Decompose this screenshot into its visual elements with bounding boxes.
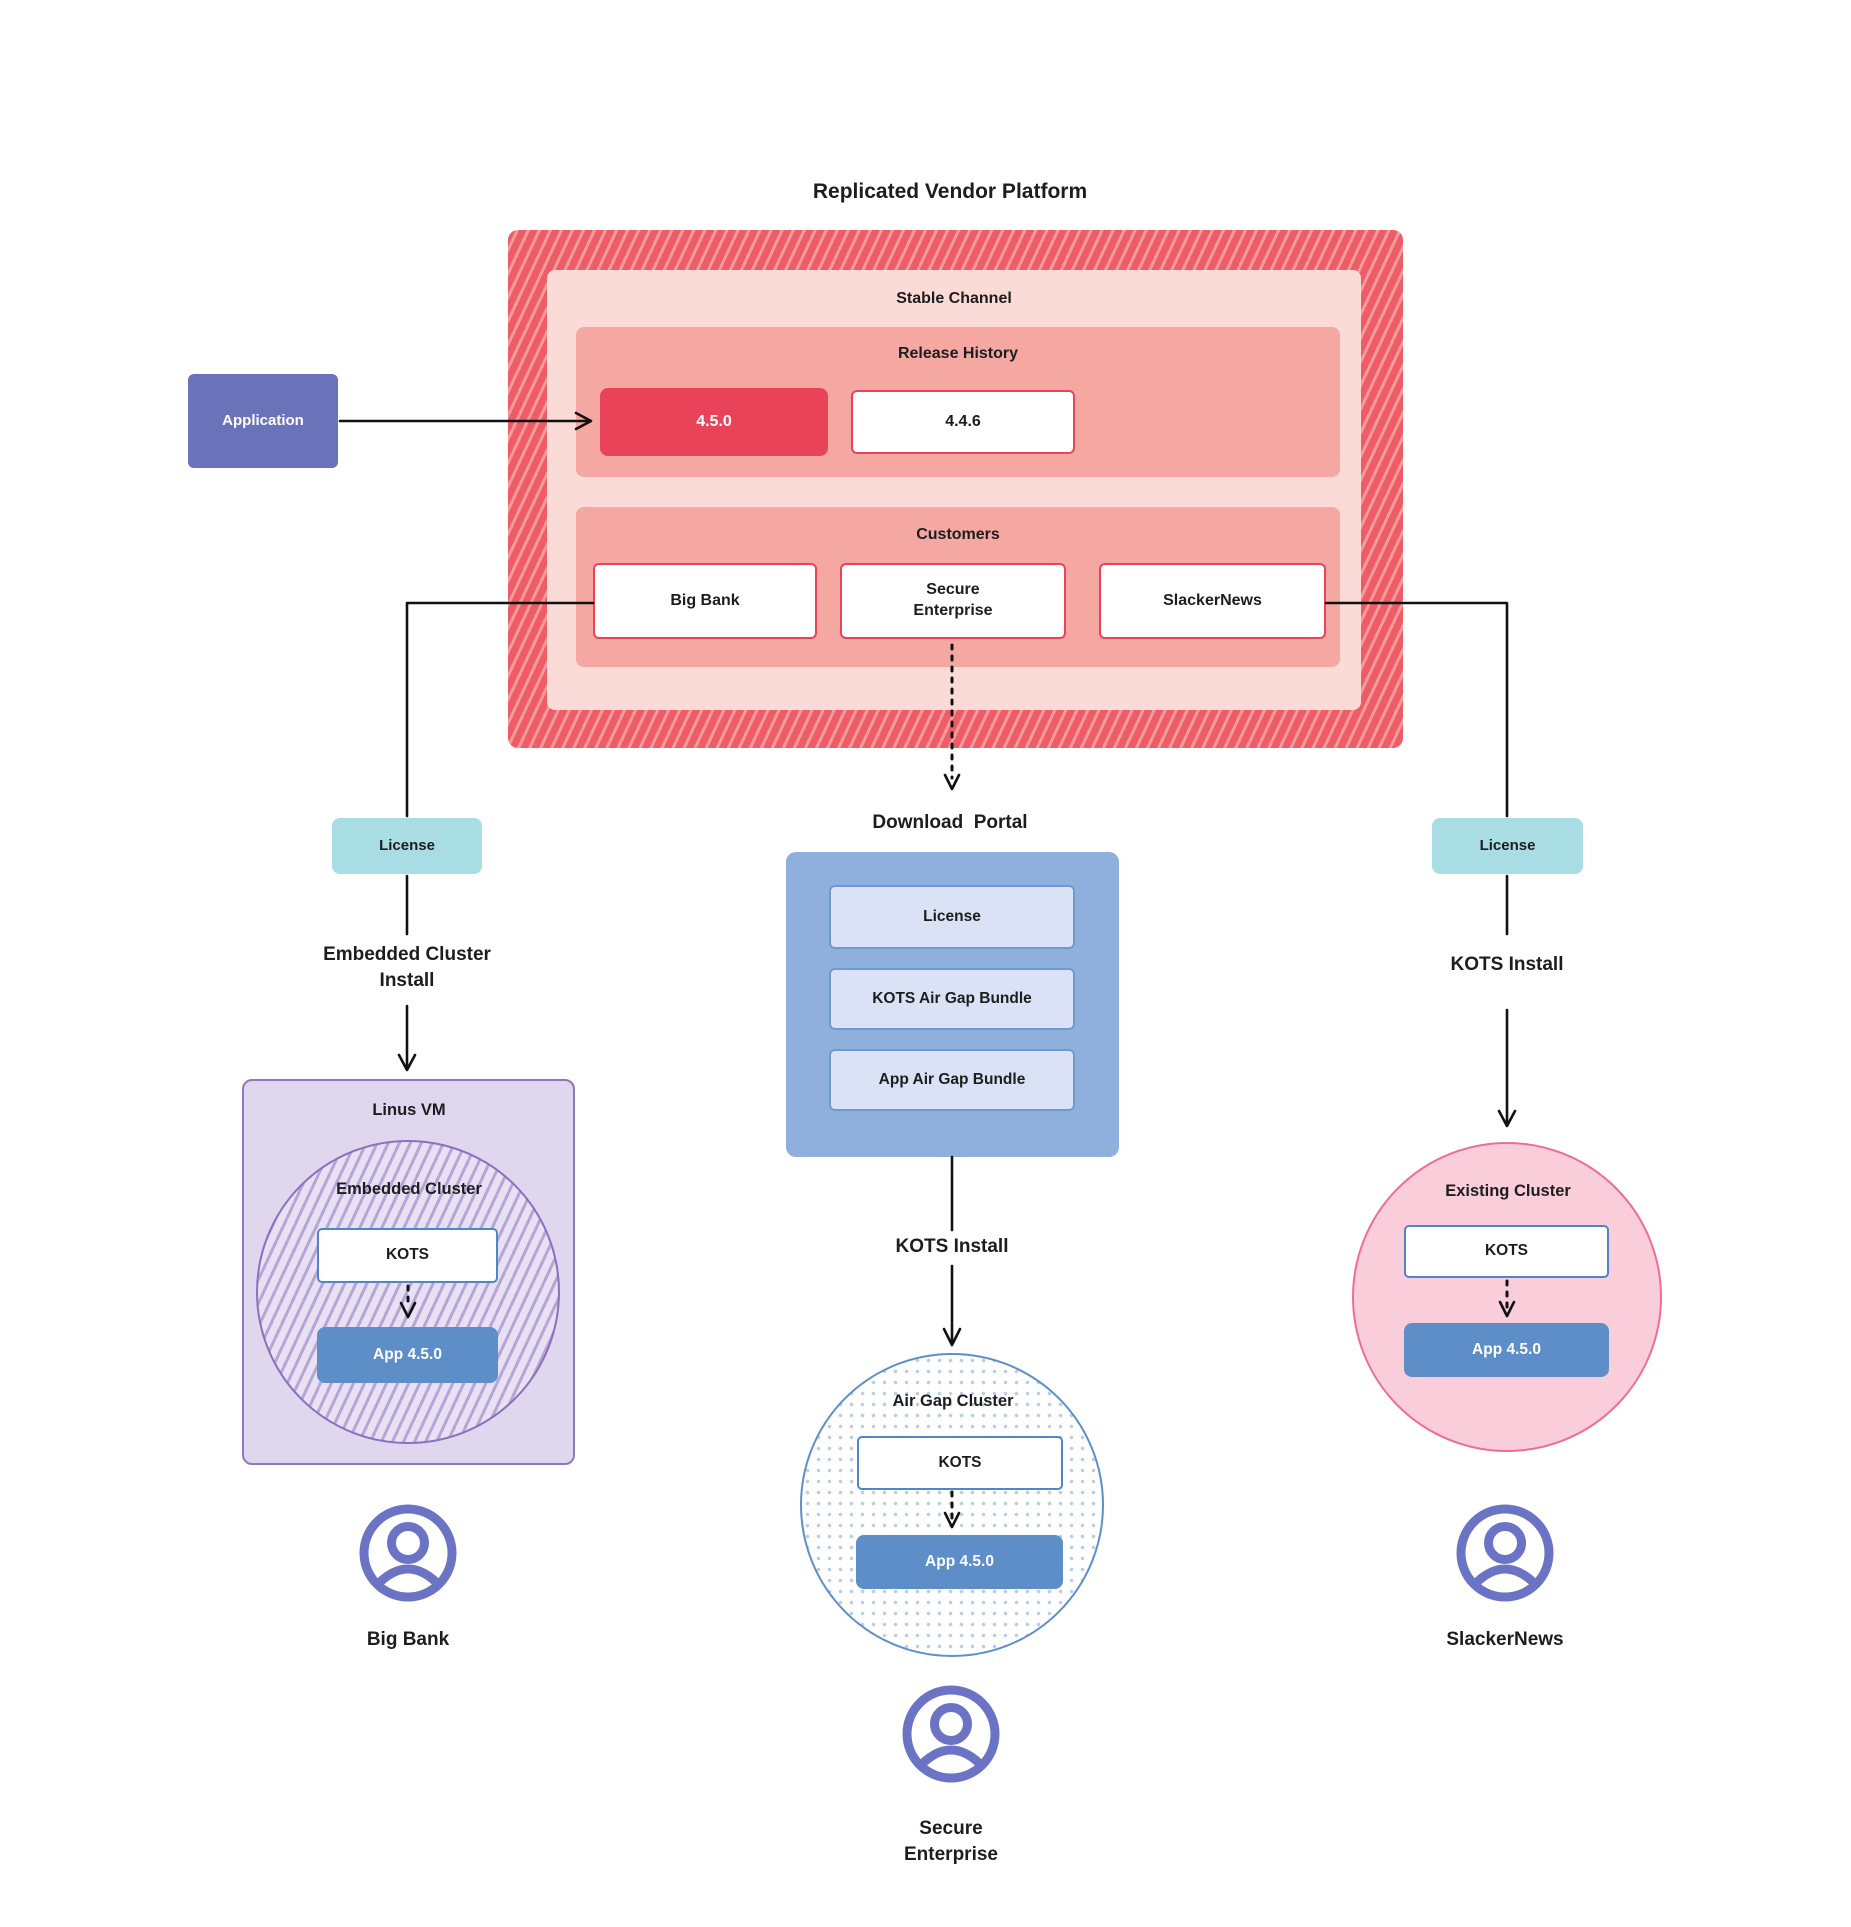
license-box-slackernews: License	[1432, 818, 1583, 874]
stable-channel-label: Stable Channel	[896, 290, 1012, 307]
existing-cluster-label: Existing Cluster	[1445, 1182, 1571, 1200]
download-portal-label: Download Portal	[872, 812, 1028, 833]
big-bank-user-icon	[359, 1504, 457, 1602]
customer-secure-enterprise: Secure Enterprise	[840, 563, 1066, 639]
kots-install-label-middle: KOTS Install	[895, 1236, 1009, 1257]
kots-box-left: KOTS	[317, 1228, 498, 1283]
kots-box-middle: KOTS	[857, 1436, 1063, 1490]
customer-slackernews: SlackerNews	[1099, 563, 1326, 639]
app-box-left: App 4.5.0	[317, 1327, 498, 1383]
page-title: Replicated Vendor Platform	[812, 180, 1088, 203]
kots-install-label-right: KOTS Install	[1450, 954, 1564, 975]
arrowhead-secure-to-portal	[943, 773, 961, 791]
release-4-5-0: 4.5.0	[600, 388, 828, 456]
release-4-4-6: 4.4.6	[851, 390, 1075, 454]
customer-big-bank: Big Bank	[593, 563, 817, 639]
release-history-label: Release History	[897, 345, 1019, 362]
embedded-cluster-install-label: Embedded Cluster Install	[323, 944, 491, 991]
slackernews-user-icon	[1456, 1504, 1554, 1602]
portal-item-license: License	[829, 885, 1075, 949]
linus-vm-label: Linus VM	[372, 1101, 446, 1119]
kots-box-right: KOTS	[1404, 1225, 1609, 1278]
portal-item-kots-airgap-bundle: KOTS Air Gap Bundle	[829, 968, 1075, 1030]
arrowhead-install-to-vm	[397, 1053, 417, 1072]
application-box: Application	[188, 374, 338, 468]
license-box-big-bank: License	[332, 818, 482, 874]
app-box-middle: App 4.5.0	[856, 1535, 1063, 1589]
secure-enterprise-persona-label: Secure Enterprise	[904, 1818, 998, 1865]
arrowhead-install-to-existing	[1497, 1109, 1517, 1128]
app-box-right: App 4.5.0	[1404, 1323, 1609, 1377]
air-gap-cluster-label: Air Gap Cluster	[892, 1392, 1014, 1410]
slackernews-persona-label: SlackerNews	[1446, 1629, 1564, 1650]
portal-item-app-airgap-bundle: App Air Gap Bundle	[829, 1049, 1075, 1111]
secure-enterprise-user-icon	[902, 1685, 1000, 1783]
arrowhead-install-to-airgap	[942, 1327, 962, 1347]
customers-label: Customers	[916, 526, 1000, 543]
embedded-cluster-label: Embedded Cluster	[336, 1180, 482, 1198]
big-bank-persona-label: Big Bank	[366, 1629, 450, 1650]
